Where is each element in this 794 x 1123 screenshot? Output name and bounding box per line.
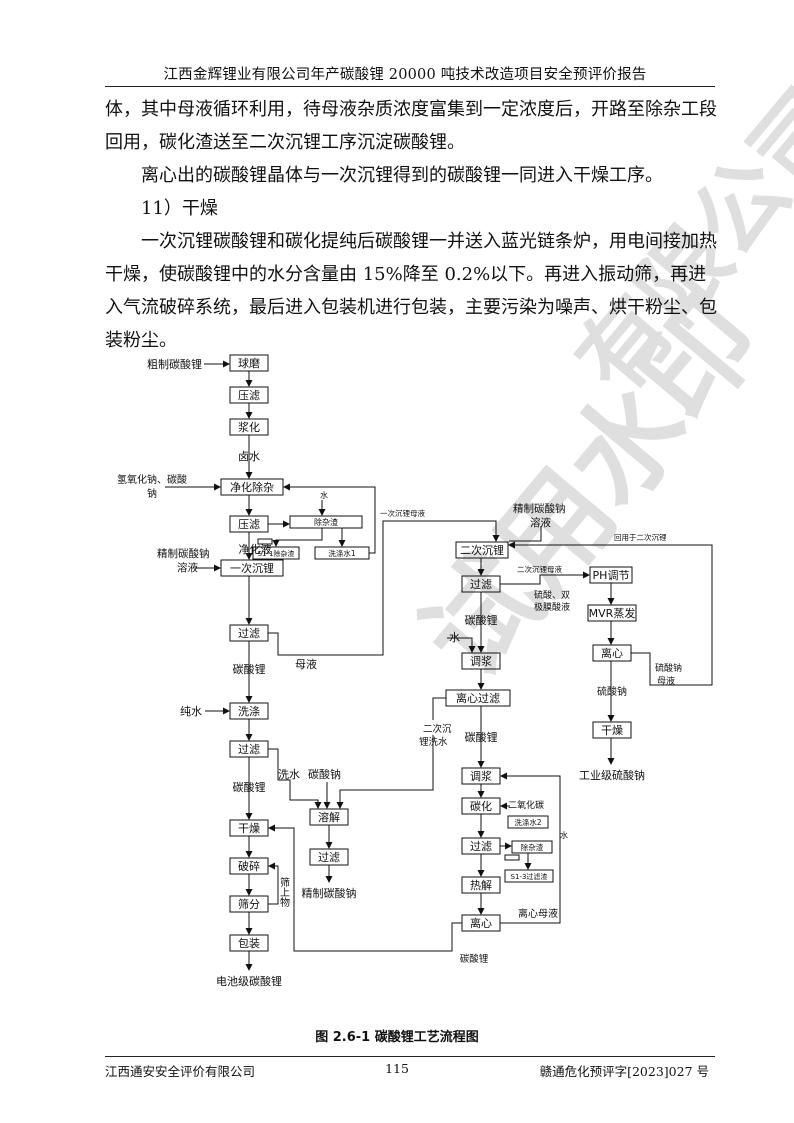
- section-heading: 11）干燥: [141, 198, 218, 219]
- label-second-wash-1: 二次沉: [423, 723, 452, 735]
- label-pure-water: 纯水: [180, 705, 202, 718]
- label-thermal: 热解: [470, 878, 492, 892]
- label-second-slurry: 调浆: [470, 654, 492, 668]
- label-second-li2co3: 碳酸锂: [465, 613, 498, 627]
- label-wash-water-2: 洗涤水2: [514, 817, 541, 827]
- label-soda: 碳酸钠: [308, 767, 341, 781]
- label-na-centrifuge: 离心: [601, 646, 623, 660]
- label-li2co3-2: 碳酸锂: [233, 780, 266, 794]
- label-slurry: 浆化: [238, 420, 260, 434]
- body-text: 体，其中母液循环利用，待母液杂质浓度富集到一定浓度后，开路至除杂工段回用，碳化渣…: [105, 93, 717, 357]
- label-na-mother-1: 硫酸钠: [655, 662, 682, 674]
- label-wash-water-1: 洗涤水1: [328, 548, 355, 558]
- label-second-water: 水: [449, 631, 460, 644]
- label-input-crude: 粗制碳酸锂: [147, 357, 202, 371]
- label-refined-soda-1: 精制碳酸钠: [157, 547, 210, 560]
- label-industrial: 工业级硫酸钠: [579, 768, 645, 782]
- label-s1-1: S1-1除杂渣: [258, 549, 295, 558]
- footer-rule: [105, 1056, 715, 1057]
- label-brine: 卤水: [238, 450, 260, 463]
- page-header: 江西金辉锂业有限公司年产碳酸锂 20000 吨技术改造项目安全预评价报告: [163, 67, 647, 83]
- label-refined-soda-2: 溶液: [177, 561, 198, 574]
- label-na-dry: 干燥: [601, 724, 623, 737]
- label-reagents-2: 钠: [147, 487, 157, 500]
- label-centrifuge-filter: 离心过滤: [456, 691, 500, 705]
- paragraph-3: 一次沉锂碳酸锂和碳化提纯后碳酸锂一并送入蓝光链条炉，用电间接加热干燥，使碳酸锂中…: [105, 231, 717, 351]
- label-acids-2: 极膜酸液: [534, 601, 570, 613]
- label-wash-water: 洗水: [278, 768, 300, 781]
- label-mother-liquor: 母液: [295, 657, 317, 671]
- label-acids-1: 硫酸、双: [534, 589, 570, 601]
- label-crush: 破碎: [238, 859, 260, 873]
- box-first-precip: [220, 559, 284, 577]
- label-second-mother: 二次沉锂母液: [517, 564, 562, 574]
- footer-company: 江西通安安全评价有限公司: [105, 1064, 256, 1079]
- label-purify: 净化除杂: [230, 480, 274, 494]
- label-imp-water: 水: [320, 490, 328, 500]
- label-second-precip: 二次沉锂: [460, 543, 504, 557]
- label-s1-3: S1-3过滤渣: [511, 872, 548, 881]
- label-second-centrifuge: 离心: [470, 916, 492, 930]
- label-na2so4: 硫酸钠: [597, 685, 627, 698]
- label-second-water-2: 水: [560, 830, 568, 840]
- box-removal-slag-2: [511, 840, 553, 854]
- box-wash-water-2: [507, 815, 549, 829]
- label-dissolve: 溶解: [318, 810, 340, 824]
- label-recycle: 回用于二次沉锂: [614, 532, 667, 542]
- footer-page-number: 115: [385, 1061, 409, 1076]
- label-mvr: MVR蒸发: [589, 606, 636, 620]
- label-na-mother-2: 母液: [657, 675, 675, 687]
- box-impurity-slag: [289, 515, 363, 529]
- label-removal-slag: 除杂渣: [314, 517, 338, 527]
- box-na-dry: [592, 721, 632, 739]
- label-co2: 二氧化碳: [508, 799, 544, 811]
- paragraph-1: 体，其中母液循环利用，待母液杂质浓度富集到一定浓度后，开路至除杂工段回用，碳化渣…: [105, 99, 717, 153]
- label-press-filter-2: 压滤: [238, 518, 260, 531]
- label-second-li2co3-c: 碳酸锂: [460, 953, 489, 965]
- label-sieve: 筛分: [238, 897, 260, 911]
- label-carbonize: 碳化: [470, 799, 492, 813]
- label-second-filter: 过滤: [470, 578, 492, 591]
- label-slurry-2: 调浆: [470, 769, 492, 783]
- label-li2co3-1: 碳酸锂: [233, 662, 266, 676]
- label-second-refined-2: 溶液: [530, 516, 551, 529]
- label-purified-liquid: 净化液: [239, 542, 272, 556]
- label-mother-to-second: 一次沉锂母液: [380, 508, 425, 518]
- label-second-filter-2: 过滤: [470, 840, 492, 853]
- paragraph-2: 离心出的碳酸锂晶体与一次沉锂得到的碳酸锂一同进入干燥工序。: [141, 165, 663, 186]
- process-flow-diagram: 试用水印 有限公司: [117, 70, 794, 988]
- label-second-wash-2: 锂洗水: [419, 736, 448, 748]
- footer-doc-number: 赣通危化预评字[2023]027 号: [539, 1064, 709, 1079]
- label-refined-soda: 精制碳酸钠: [302, 886, 357, 900]
- label-centrifuge-mother: 离心母液: [518, 907, 558, 920]
- box-second-precip: [455, 541, 509, 559]
- label-ball-mill: 球磨: [238, 356, 260, 370]
- label-dissolve-filter: 过滤: [318, 851, 340, 864]
- label-pack: 包装: [238, 937, 260, 950]
- label-second-li2co3-b: 碳酸锂: [465, 730, 498, 744]
- label-wash: 洗涤: [238, 704, 260, 718]
- label-second-refined-1: 精制碳酸钠: [513, 502, 566, 515]
- label-battery-grade: 电池级碳酸锂: [216, 974, 282, 988]
- box-mvr: [587, 604, 637, 622]
- label-filter-1: 过滤: [238, 627, 260, 640]
- label-ph-adjust: PH调节: [593, 569, 630, 582]
- figure-caption: 图 2.6-1 碳酸锂工艺流程图: [315, 1030, 479, 1045]
- box-s1-1: [252, 546, 300, 560]
- label-dry: 干燥: [238, 822, 260, 835]
- label-press-filter-1: 压滤: [238, 389, 260, 402]
- label-removal-slag-2: 除杂渣: [521, 842, 544, 852]
- label-sieve-top: 筛上物: [278, 876, 290, 908]
- label-reagents-1: 氢氧化钠、碳酸: [117, 473, 187, 486]
- header-rule: [105, 86, 715, 87]
- label-filter-2: 过滤: [238, 743, 260, 756]
- label-first-precip: 一次沉锂: [230, 561, 274, 575]
- box-s1-3: [504, 869, 554, 883]
